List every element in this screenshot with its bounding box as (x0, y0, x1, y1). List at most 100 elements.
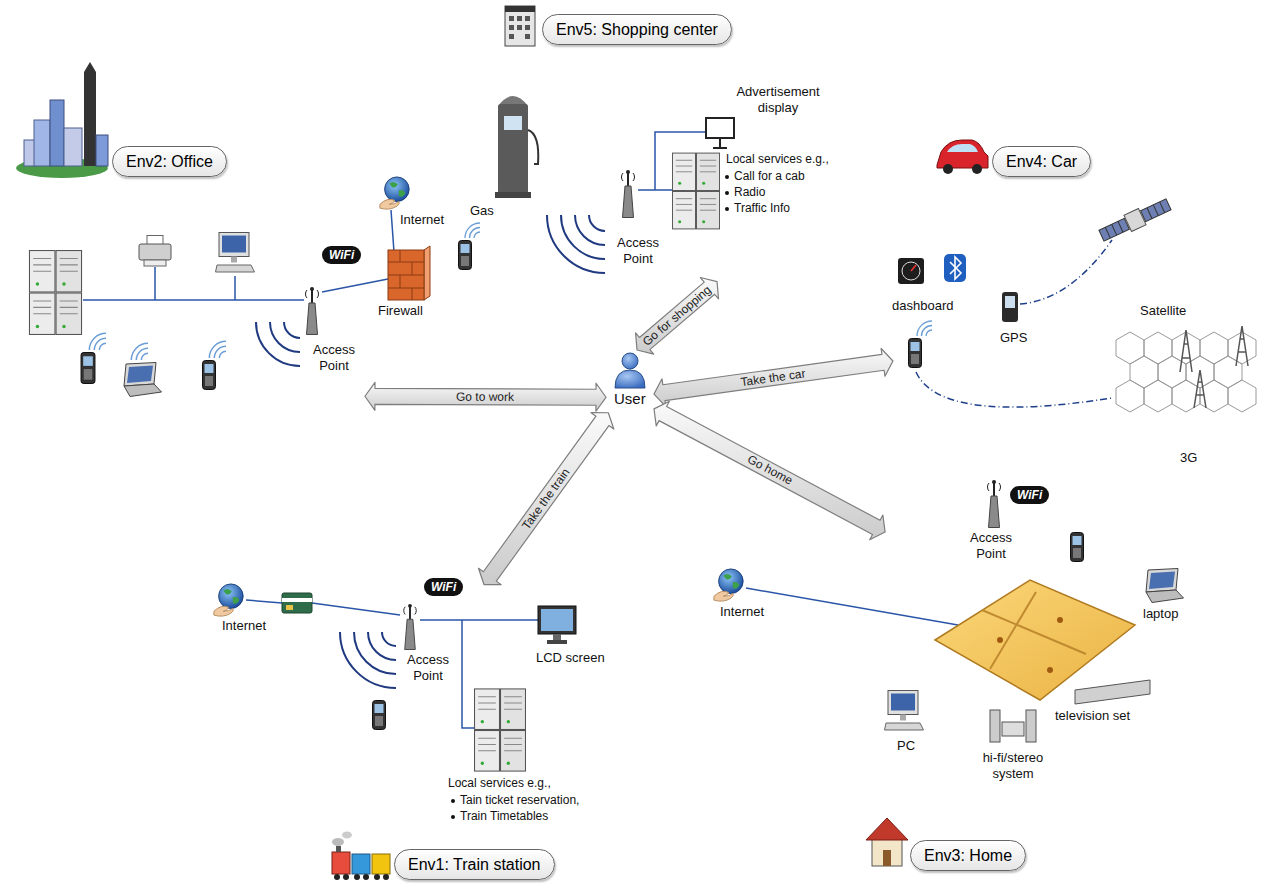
dashboard-icon (898, 258, 924, 284)
lcd-screen-icon (538, 606, 576, 634)
service-heading: Local services e.g., (448, 776, 551, 791)
gas-pump-icon (498, 104, 528, 194)
network-wire (83, 210, 394, 300)
service-item: Train Timetables (448, 809, 548, 824)
double-arrow (654, 348, 893, 406)
signal-waves (89, 333, 106, 350)
region-ellipse (840, 472, 1226, 808)
car-icon (943, 164, 953, 174)
user-node: User (606, 350, 654, 413)
satellite-icon (1098, 196, 1173, 244)
car-icon (972, 164, 982, 174)
train-icon (334, 874, 340, 880)
cell-tower (1180, 330, 1192, 372)
phone-icon (909, 339, 922, 368)
device-label: laptop (1143, 606, 1178, 622)
city-icon (50, 100, 64, 166)
gps-device-icon (1002, 292, 1018, 322)
firewall-icon (424, 246, 430, 300)
train-icon (332, 852, 350, 874)
region-outline (880, 244, 1044, 396)
region-ellipse (880, 244, 1044, 396)
stereo-icon (990, 710, 1000, 742)
payment-card-icon (282, 593, 312, 613)
network-wire (746, 588, 958, 625)
arrow-label: Go for shopping (640, 283, 714, 349)
signal-arcs (256, 322, 300, 366)
house-icon (866, 818, 908, 840)
double-arrow (365, 382, 606, 411)
cell-grid (1144, 380, 1172, 412)
floor-plan (1057, 617, 1063, 623)
floor-plan (997, 637, 1003, 643)
firewall-icon (388, 250, 424, 300)
server-rack (475, 689, 526, 771)
stereo-icon (1026, 710, 1036, 742)
train-icon (332, 838, 344, 846)
car-icon (937, 140, 988, 174)
signal-waves (131, 343, 148, 360)
environment-title: Env2: Office (112, 146, 227, 177)
region-ellipse (455, 80, 805, 296)
payment-card-icon (286, 605, 293, 610)
device-label: GPS (1000, 330, 1027, 346)
laptop-icon (1146, 569, 1184, 603)
train-icon (354, 874, 360, 880)
cell-tower (1194, 370, 1206, 408)
pc-icon (216, 233, 255, 273)
region-ellipse (0, 210, 402, 446)
environment-region: Env4: CardashboardGPS (880, 244, 1044, 396)
train-icon (343, 874, 349, 880)
cell-grid (1172, 332, 1200, 364)
train-icon (374, 874, 380, 880)
lcd-screen-icon (547, 640, 567, 644)
signal-waves (917, 321, 932, 336)
signal-arcs (340, 632, 396, 688)
network-label: Internet (720, 604, 764, 620)
access-point-icon (305, 287, 318, 335)
display-icon (706, 118, 734, 138)
environment-region: Env3: HomeAccess PointlaptopPChi-fi/ster… (840, 472, 1226, 808)
television-icon (1075, 680, 1150, 704)
device-label: Advertisement display (728, 84, 828, 117)
double-arrow (636, 278, 719, 355)
city-icon (64, 128, 82, 166)
stereo-icon (1002, 722, 1024, 736)
bluetooth-icon (944, 254, 966, 282)
display-icon (713, 138, 727, 148)
city-icon (34, 120, 50, 166)
network-label: Internet (400, 212, 444, 228)
gas-pump-icon (495, 192, 531, 198)
bluetooth-icon (944, 254, 966, 282)
phone-icon (373, 701, 386, 730)
satellite-icon (1124, 208, 1146, 231)
firewall-icon (388, 246, 430, 300)
network-wire (746, 588, 958, 625)
double-arrow (478, 413, 613, 585)
service-item: Tain ticket reservation, (448, 793, 579, 808)
cell-grid (1116, 332, 1144, 364)
access-point-icon (987, 480, 1000, 528)
server-rack (29, 251, 81, 335)
internet-globe (214, 584, 243, 616)
lcd-screen-icon (538, 606, 576, 644)
network-label: Internet (222, 618, 266, 634)
cell-grid (1214, 356, 1242, 388)
cell-grid (1200, 332, 1228, 364)
cell-grid (1228, 332, 1256, 364)
signal-waves (465, 223, 480, 238)
payment-card-icon (282, 598, 312, 602)
pc-icon (885, 691, 924, 731)
signal-waves (209, 341, 226, 358)
wireless-link (916, 240, 1112, 407)
wifi-logo: WiFi (322, 246, 361, 264)
dashboard-icon (898, 258, 924, 284)
arrow-label: Go to work (456, 389, 514, 404)
cell-grid (1144, 332, 1172, 364)
access-point-icon (621, 170, 634, 218)
network-wire (83, 210, 394, 300)
cell-grid (1130, 356, 1158, 388)
user-icon (615, 370, 645, 388)
car-icon (947, 144, 978, 152)
